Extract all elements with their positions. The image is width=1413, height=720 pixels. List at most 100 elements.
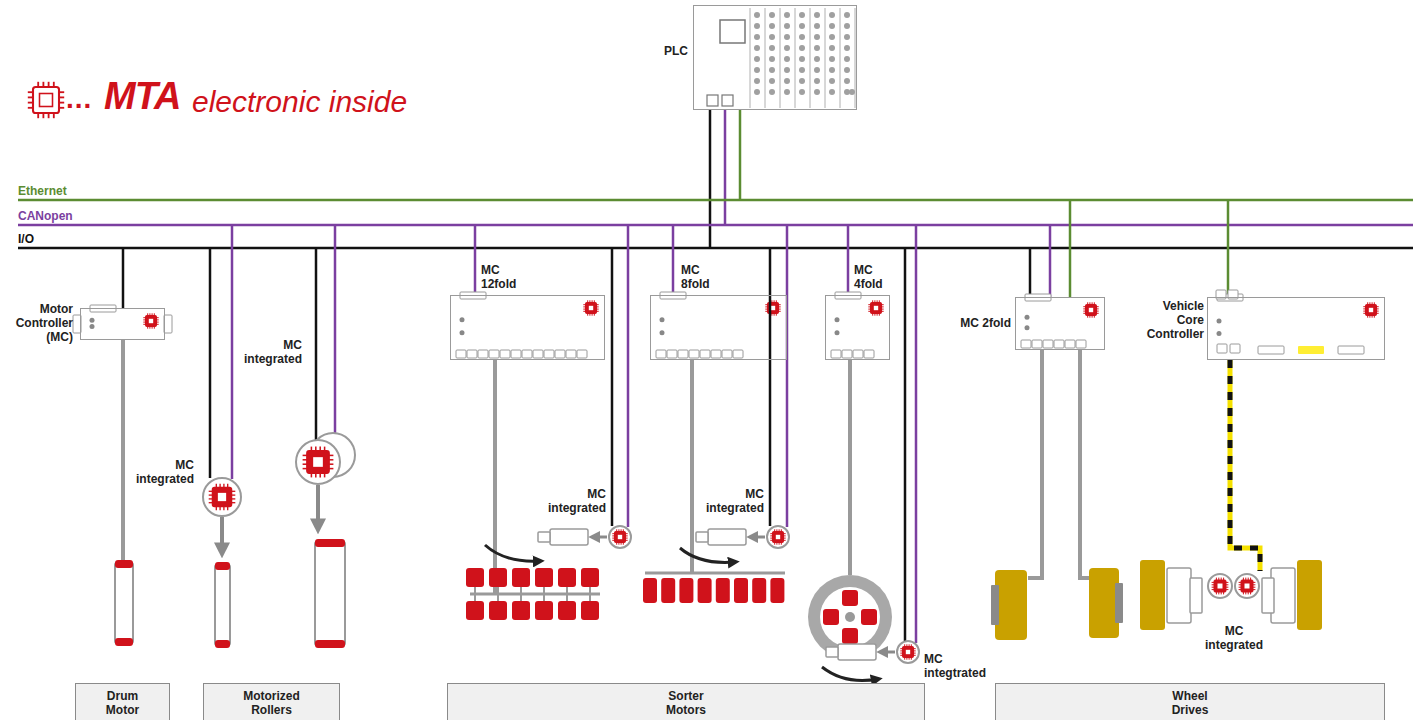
- roller-lead: [566, 586, 568, 602]
- motor-cable: [493, 360, 497, 594]
- plc-display: [720, 20, 745, 43]
- roller-lead: [497, 586, 499, 602]
- chip-icon: [1239, 578, 1256, 595]
- plc-module-edge: [825, 8, 826, 108]
- plc-io-dot: [814, 45, 820, 51]
- roller-head: [698, 578, 712, 603]
- integrated-label: MC integrated: [1198, 624, 1270, 652]
- plc-io-dot: [799, 78, 805, 84]
- plc-io-dot: [769, 89, 775, 95]
- chip-circle: [897, 641, 919, 663]
- integrated-label: MC integrated: [236, 338, 302, 366]
- wire: [611, 248, 614, 526]
- plc-box: PLC: [693, 5, 857, 110]
- chip-icon: [1212, 578, 1229, 595]
- chip-circle: [1208, 574, 1232, 598]
- logo-dots: ...: [66, 82, 92, 115]
- roller-head: [861, 609, 877, 625]
- connector: [1230, 344, 1240, 353]
- category-box: Motorized Rollers: [203, 683, 340, 720]
- roller-lead: [589, 586, 591, 602]
- plc-io-dot: [814, 34, 820, 40]
- roller-lead: [543, 586, 545, 602]
- connector: [1032, 340, 1042, 348]
- bus-name: I/O: [18, 232, 34, 246]
- disc-hub: [845, 612, 855, 622]
- connector: [1065, 340, 1075, 348]
- node-label: MC 4fold: [854, 263, 900, 291]
- status-dot: [1025, 325, 1030, 330]
- connector: [733, 350, 743, 358]
- chip-icon: [770, 529, 785, 544]
- controller-box: MC 2fold: [1015, 297, 1105, 350]
- wire: [915, 225, 918, 643]
- plc-io-dot: [844, 23, 850, 29]
- wire: [315, 248, 318, 440]
- connector: [1298, 346, 1324, 354]
- plc-module-edge: [765, 8, 766, 108]
- plc-io-dot: [799, 56, 805, 62]
- plc-io-dot: [754, 12, 760, 18]
- plc-io-dot: [814, 67, 820, 73]
- logo-tagline: electronic inside: [192, 84, 407, 119]
- chip-icon: [612, 529, 627, 544]
- wire: [1069, 200, 1072, 297]
- connector: [656, 350, 666, 358]
- controller-box: MC 12fold: [450, 295, 605, 360]
- roller-head: [842, 590, 858, 606]
- motor-cable: [1080, 350, 1090, 578]
- plc-module-edge: [840, 8, 841, 108]
- roller-head: [489, 601, 507, 620]
- node-label: Sorter Motors: [656, 689, 716, 717]
- connector: [1076, 340, 1086, 348]
- plc-io-dot: [769, 45, 775, 51]
- chip-icon: [1363, 302, 1378, 317]
- roller-head: [643, 578, 657, 603]
- roller-cap: [115, 560, 133, 568]
- status-dot: [835, 330, 840, 335]
- plc-io-dot: [814, 23, 820, 29]
- plc-io-dot: [784, 12, 790, 18]
- wire: [904, 248, 907, 641]
- roller-tube: [115, 563, 133, 643]
- plc-io-dot: [829, 45, 835, 51]
- roller-head: [512, 568, 530, 587]
- node-label: Wheel Drives: [1160, 689, 1220, 717]
- connector: [500, 350, 510, 358]
- roller-cap: [315, 640, 345, 648]
- plc-io-dot: [754, 34, 760, 40]
- arrow: [220, 517, 224, 552]
- motor-shaft: [538, 532, 550, 542]
- connector: [566, 350, 576, 358]
- bus-name: CANopen: [18, 209, 73, 223]
- connector: [1338, 346, 1364, 354]
- wire: [847, 225, 850, 295]
- roller-lead: [520, 586, 522, 602]
- motor-body: [838, 644, 876, 660]
- plc-io-dot: [769, 56, 775, 62]
- plc-io-dot: [799, 45, 805, 51]
- wire: [122, 248, 125, 308]
- roller-head: [734, 578, 748, 603]
- controller-box: Vehicle Core Controller: [1207, 297, 1385, 360]
- plc-io-dot: [829, 89, 835, 95]
- connector: [164, 315, 172, 333]
- status-dot: [90, 324, 95, 329]
- motor-cable: [121, 340, 125, 560]
- arrow: [751, 536, 765, 539]
- roller-head: [752, 578, 766, 603]
- plc-port: [707, 95, 718, 106]
- wire: [1049, 225, 1052, 297]
- roller-cap: [215, 640, 230, 648]
- category-box: Drum Motor: [75, 683, 170, 720]
- connector: [522, 350, 532, 358]
- connector: [478, 350, 488, 358]
- status-dot: [90, 318, 95, 323]
- plc-io-dot: [784, 56, 790, 62]
- plc-io-dot: [754, 67, 760, 73]
- roller-head: [512, 601, 530, 620]
- connector: [678, 350, 688, 358]
- connector: [456, 350, 466, 358]
- plc-io-dot: [769, 78, 775, 84]
